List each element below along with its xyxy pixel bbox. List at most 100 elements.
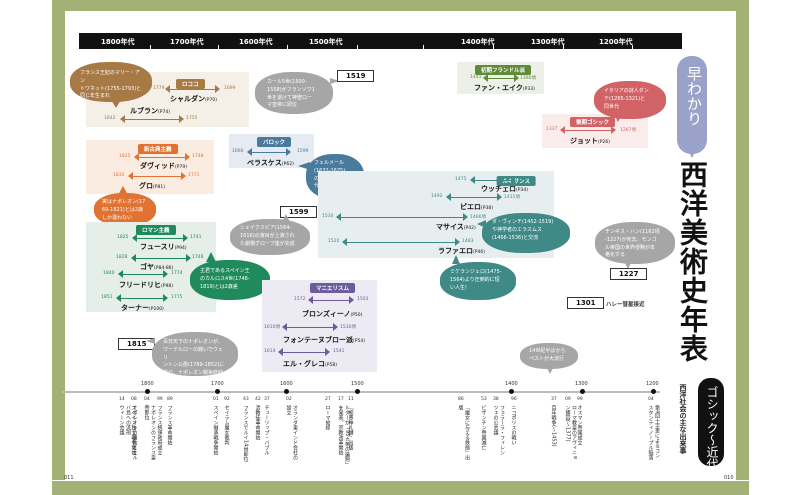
event-year: 02	[286, 397, 292, 402]
bubble-tail	[282, 214, 290, 222]
event-text: 第4回十字軍によるコン スタンティノープル陥落	[647, 405, 661, 460]
century-label: 1600年代	[239, 38, 273, 46]
page-number-right: 010	[724, 475, 734, 481]
bubble-tail	[614, 114, 622, 122]
bubble-genghis: チンギス・ハン(1162頃 -1227)が死去。モンゴ ル帝国の世界侵略が本 格…	[595, 222, 675, 264]
event-year: 92	[224, 397, 230, 402]
artist-piero[interactable]: ピエロ(P38)	[460, 203, 493, 211]
year-end: 1775	[171, 295, 183, 300]
year-start: 1530	[322, 214, 334, 219]
event-text: 清教徒革命開始	[254, 405, 261, 440]
event-text: ビザンチン帝国滅亡	[480, 405, 487, 450]
event-text: フランスでルイ14世即位	[242, 405, 249, 462]
artist-chardin[interactable]: シャルダン(P70)	[170, 95, 217, 103]
bubble-tail	[547, 368, 553, 374]
rococo-tag: ロココ	[176, 79, 205, 89]
year-end: 1746	[192, 255, 204, 260]
bubble-tail	[110, 98, 122, 108]
arrow-bronzino	[308, 296, 354, 304]
artist-van-eyck[interactable]: ファン・エイク(P33)	[474, 84, 535, 92]
romantic-tag: ロマン主義	[136, 225, 176, 235]
event-text: ローマ教皇のアヴィニョ ン捕囚(〜1377)	[564, 405, 578, 460]
artist-velazquez[interactable]: ベラスケス(P62)	[247, 159, 294, 167]
year-end: 1774	[171, 271, 183, 276]
event-year: 17	[338, 397, 344, 402]
page-number-left: 011	[64, 475, 74, 481]
event-year: 37	[551, 397, 557, 402]
artist-raphael[interactable]: ラファエロ(P46)	[438, 247, 485, 255]
arrow-raphael	[342, 238, 460, 246]
year-end: 1390頃	[520, 76, 536, 81]
bubble-gothic-note: イタリアの詩人ダン テ(1265-1321)と 同世代	[594, 81, 666, 119]
bubble-renaissance-note1: ダ・ヴィンチ(1452-1519) や神学者のエラスムス (1466-1536)…	[482, 213, 570, 253]
year-end: 1415頃	[504, 195, 520, 200]
cloud-tail	[688, 150, 696, 158]
arrow-turner	[116, 294, 168, 302]
event-text: フランス革命開始	[166, 405, 173, 445]
artist-lebrun[interactable]: ルブラン(P74)	[130, 107, 170, 115]
arrow-david	[134, 153, 190, 161]
frame-right	[736, 0, 749, 480]
arrow-lebrun	[120, 115, 184, 123]
axis-dot	[509, 389, 514, 394]
artist-friedrich[interactable]: フリードリヒ(P98)	[119, 281, 173, 289]
event-year: 96	[511, 397, 517, 402]
year-end: 1755	[186, 116, 198, 121]
axis-label: 1700	[211, 381, 224, 387]
artist-fuseli[interactable]: フュースリ(P94)	[140, 243, 187, 251]
event-year: 42	[255, 397, 261, 402]
year-box-1301: 1301	[567, 297, 605, 309]
frame-top	[52, 0, 690, 11]
event-text: ローマ劫掠	[324, 405, 331, 430]
event-text: セイラム魔女裁判	[223, 405, 230, 445]
arrow-friedrich	[118, 270, 168, 278]
event-text: 『痴愚神礼讃』出版	[347, 405, 354, 450]
event-year: 14	[119, 397, 125, 402]
arrow-massys	[336, 213, 468, 221]
frame-top-right	[690, 0, 749, 11]
event-year: 04	[144, 397, 150, 402]
bubble-renaissance-note2: ミケランジェロ(1475- 1564)より圧倒的に短 い人生!	[440, 262, 516, 300]
axis-dot	[355, 389, 360, 394]
era-pill	[698, 378, 724, 466]
artist-gros[interactable]: グロ(P81)	[139, 182, 165, 190]
artist-goya[interactable]: ゴヤ(P84-86)	[140, 263, 174, 271]
artist-el-greco[interactable]: エル・グレコ(P58)	[283, 360, 337, 368]
year-end: 1267頃	[620, 128, 636, 133]
artist-giotto[interactable]: ジョット(P26)	[570, 137, 610, 145]
axis-label: 1800	[141, 381, 154, 387]
artist-massys[interactable]: マサイス(P42)	[436, 223, 476, 231]
event-text: 『魔女に与える鉄槌』出 版	[457, 405, 471, 460]
artist-bronzino[interactable]: ブロンズィーノ(P50)	[302, 310, 363, 318]
year-end: 1397	[518, 177, 530, 182]
arrow-velazquez	[247, 148, 291, 156]
century-label: 1700年代	[170, 38, 204, 46]
axis-label: 1200	[646, 381, 659, 387]
year-end: 1466頃	[470, 215, 486, 220]
century-label: 1300年代	[531, 38, 565, 46]
artist-david[interactable]: ダヴィッド(P79)	[140, 162, 187, 170]
event-year: 01	[213, 397, 219, 402]
event-text: オランダ東インド会社の 設立	[285, 405, 299, 460]
axis-dot	[284, 389, 289, 394]
axis-dot	[580, 389, 585, 394]
bubble-rococo-note: フランス王妃のマリー・アン トワネット(1755-1793)と 同じ年生まれ	[70, 62, 152, 102]
year-end: 1741	[190, 235, 202, 240]
arrow-el-greco	[278, 348, 330, 356]
artist-fontainebleau[interactable]: フォンテーヌブロー派(P54)	[283, 336, 365, 344]
mannerism-panel: マニエリスム	[262, 280, 377, 372]
year-start: 1842	[104, 116, 116, 121]
romantic-panel: ロマン主義	[86, 222, 216, 312]
bubble-tail	[298, 162, 310, 170]
year-start: 1475	[455, 177, 467, 182]
year-start: 1337	[546, 127, 558, 132]
artist-turner[interactable]: ターナー(P100)	[121, 304, 164, 312]
event-year: 37	[264, 397, 270, 402]
year-start: 1828	[116, 255, 128, 260]
year-start: 1572	[294, 297, 306, 302]
artist-uccello[interactable]: ウッチェロ(P34)	[481, 185, 528, 193]
bubble-shakespeare: シェイクスピア(1564- 1616)の演目が上演され た劇場グローブ座が完成	[230, 219, 310, 255]
year-box-1227: 1227	[610, 268, 648, 280]
cloud-label: 早わかり	[685, 66, 703, 126]
